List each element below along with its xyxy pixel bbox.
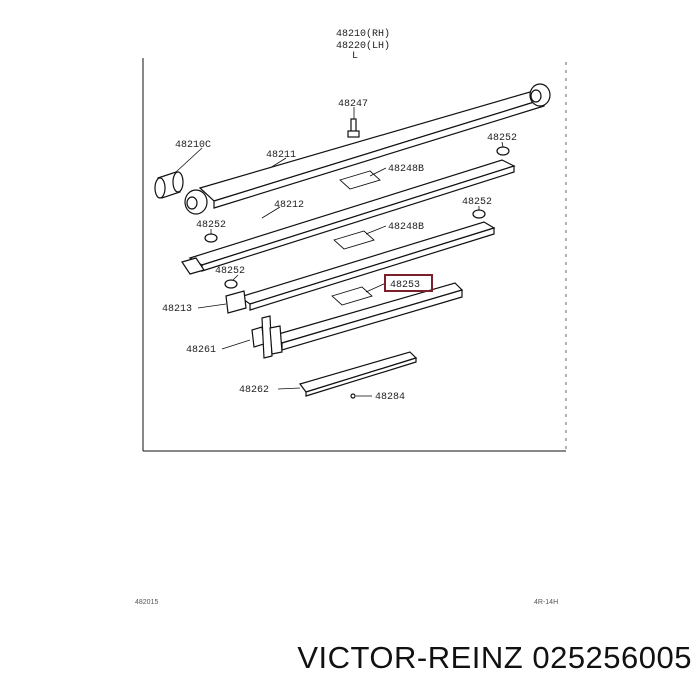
label-48210c: 48210C <box>175 140 211 151</box>
insert-48248b-lower <box>333 230 375 250</box>
label-48248b-upper: 48248B <box>388 164 424 175</box>
header-part-lh: 48220(LH) <box>336 40 390 52</box>
label-48212: 48212 <box>274 200 304 211</box>
highlight-box-48253 <box>384 274 433 292</box>
rivet-48284 <box>350 393 356 399</box>
brand-part-number: VICTOR-REINZ 025256005 <box>297 640 692 675</box>
label-48252-d: 48252 <box>462 197 492 208</box>
insert-48253 <box>331 286 373 306</box>
main-leaf-48211 <box>184 83 551 215</box>
leaf-48213 <box>225 221 496 314</box>
leader-lines <box>175 107 504 397</box>
label-48253: 48253 <box>390 280 420 291</box>
clip-48252-d <box>472 209 486 219</box>
label-48284: 48284 <box>375 392 405 403</box>
label-48261: 48261 <box>186 345 216 356</box>
label-48248b-lower: 48248B <box>388 222 424 233</box>
clip-48252-b <box>204 233 218 243</box>
header-part-rh: 48210(RH) <box>336 28 390 40</box>
insert-48248b-upper <box>339 170 381 190</box>
center-bolt-48247 <box>347 118 360 138</box>
header-mark: L <box>352 51 358 62</box>
label-48213: 48213 <box>162 304 192 315</box>
leaf-48261 <box>251 282 464 359</box>
label-48211: 48211 <box>266 150 296 161</box>
footer-code-right: 4R-14H <box>534 599 558 606</box>
leaf-48212 <box>181 159 516 275</box>
bushing-48210c <box>154 171 184 199</box>
label-48262: 48262 <box>239 385 269 396</box>
footer-code-left: 482015 <box>135 599 158 606</box>
clip-48252-c <box>224 279 238 289</box>
label-48252-b: 48252 <box>196 220 226 231</box>
pad-48262 <box>298 351 418 397</box>
label-48252-c: 48252 <box>215 266 245 277</box>
label-48247: 48247 <box>338 99 368 110</box>
label-48252-a: 48252 <box>487 133 517 144</box>
clip-48252-a <box>496 146 510 156</box>
